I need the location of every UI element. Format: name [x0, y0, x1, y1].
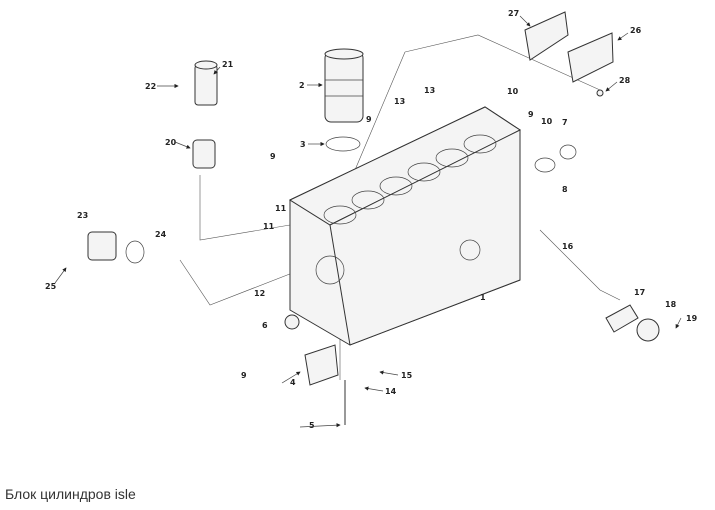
- plate-17: [605, 304, 639, 333]
- diagram-caption: Блок цилиндров isle: [5, 486, 136, 502]
- callout: 15: [401, 371, 413, 380]
- callout: 13: [424, 86, 435, 95]
- gasket-24: [125, 240, 145, 264]
- callout: 11: [275, 204, 287, 213]
- callout: 14: [385, 387, 397, 396]
- callout: 5: [309, 421, 315, 430]
- callout: 7: [562, 118, 568, 127]
- liner-top: [324, 48, 364, 60]
- callout: 6: [262, 321, 268, 330]
- callout: 26: [630, 26, 642, 35]
- cover-plate-26: [567, 32, 614, 83]
- callout: 12: [254, 289, 265, 298]
- callout: 18: [665, 300, 677, 309]
- callout: 3: [300, 140, 306, 149]
- callout: 25: [45, 282, 57, 291]
- cylinder-block-exploded-diagram: 27 26 28 21 22 2 13 13 10 9 10 7 9 3 20 …: [45, 9, 698, 430]
- elbow-23: [87, 231, 117, 261]
- housing-21: [194, 64, 218, 106]
- callout: 9: [270, 152, 276, 161]
- cover-18: [636, 318, 660, 342]
- callout: 1: [480, 293, 486, 302]
- o-ring-3: [325, 136, 361, 152]
- callout: 10: [507, 87, 519, 96]
- callout: 20: [165, 138, 177, 147]
- callout: 28: [619, 76, 631, 85]
- callout: 17: [634, 288, 645, 297]
- cylinder-liner-2: [324, 51, 364, 123]
- callout: 16: [562, 242, 574, 251]
- callout: 10: [541, 117, 553, 126]
- callout: 9: [528, 110, 534, 119]
- callout: 4: [290, 378, 296, 387]
- callout-labels: 27 26 28 21 22 2 13 13 10 9 10 7 9 3 20 …: [45, 9, 698, 430]
- callout: 2: [299, 81, 305, 90]
- callout-arrows: [54, 15, 682, 428]
- callout: 11: [263, 222, 275, 231]
- callout: 19: [686, 314, 698, 323]
- gasket-27: [524, 11, 569, 61]
- callout: 9: [366, 115, 372, 124]
- bolt-28: [596, 89, 604, 97]
- callout: 13: [394, 97, 405, 106]
- bearing-cap-4: [304, 344, 339, 386]
- callout: 9: [241, 371, 247, 380]
- callout: 22: [145, 82, 156, 91]
- engine-block-1: [288, 106, 522, 346]
- plug-6: [284, 314, 300, 330]
- housing-21-top: [194, 60, 218, 70]
- callout: 8: [562, 185, 568, 194]
- callout: 24: [155, 230, 167, 239]
- callout: 23: [77, 211, 88, 220]
- thermostat-20: [192, 139, 216, 169]
- callout: 27: [508, 9, 519, 18]
- callout: 21: [222, 60, 234, 69]
